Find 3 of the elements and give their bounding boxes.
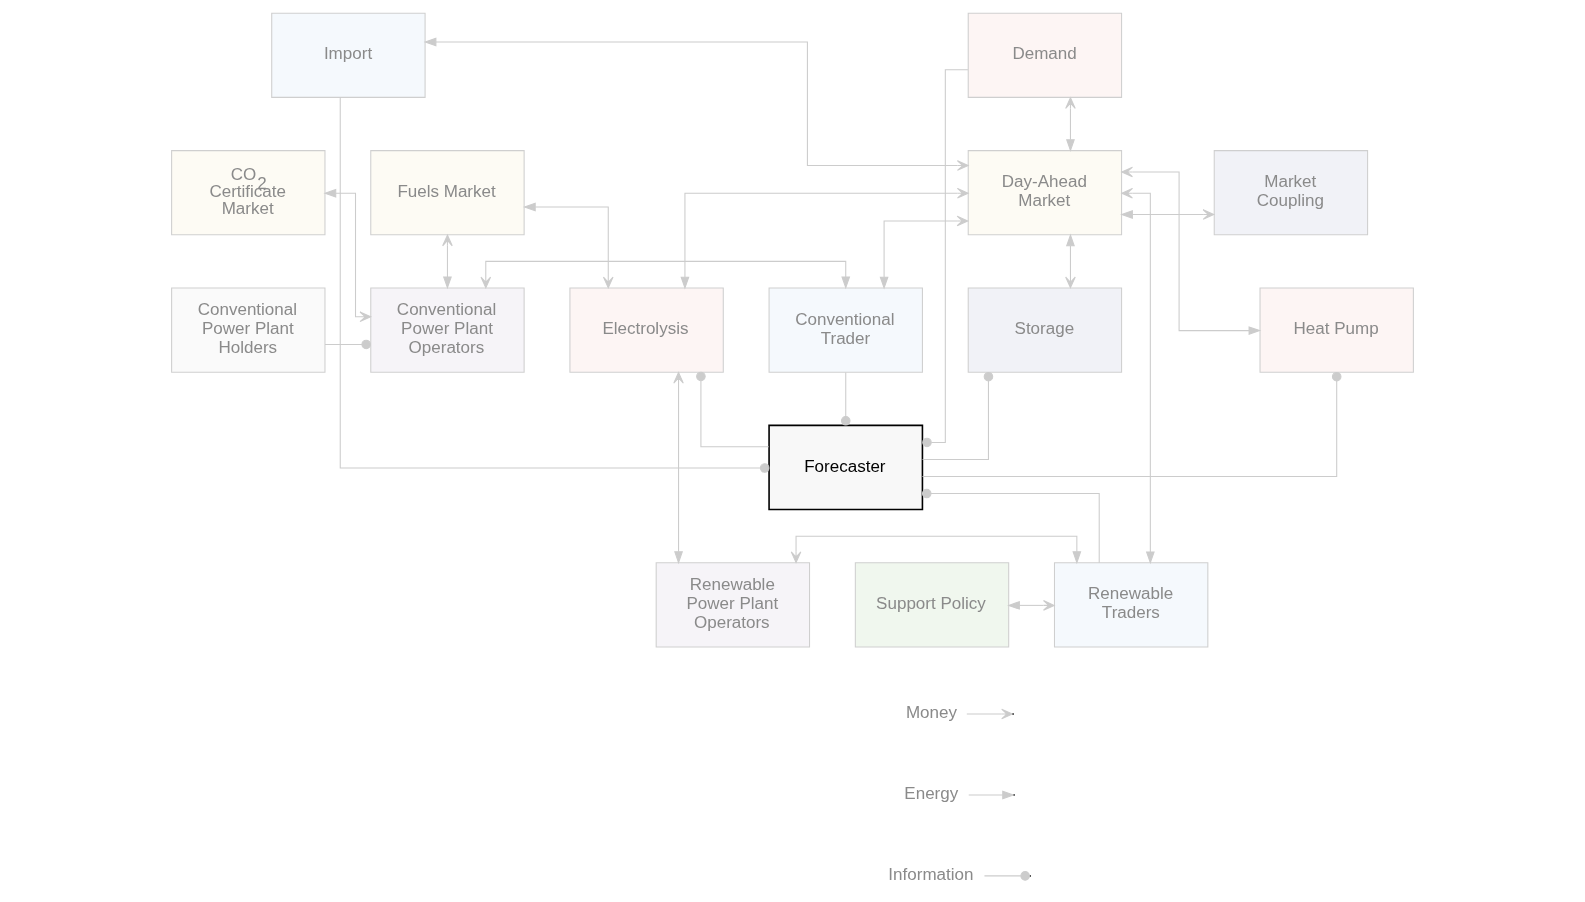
legend-label: Information bbox=[888, 864, 974, 884]
legend-label: Energy bbox=[904, 783, 959, 803]
legend-label: Money bbox=[905, 702, 957, 722]
